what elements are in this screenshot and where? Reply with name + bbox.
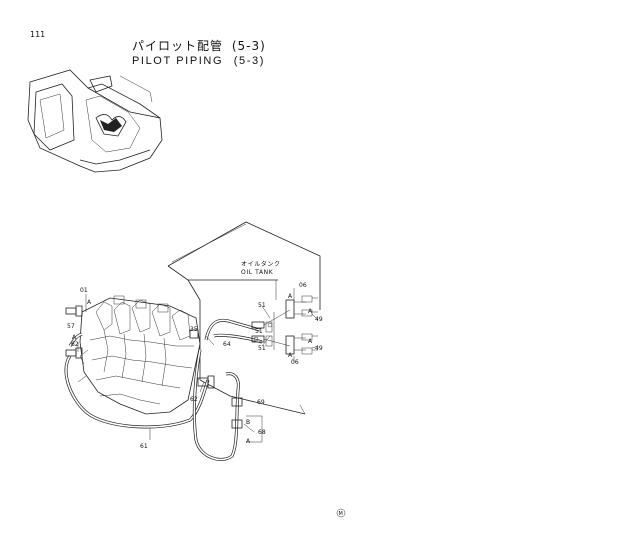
callout-49-top: 49: [315, 316, 323, 323]
oil-tank-label-jp: オイルタンク: [241, 260, 281, 268]
callout-68: 68: [258, 429, 266, 436]
callout-62-left: 62: [71, 341, 79, 348]
footer-mark: M: [339, 511, 343, 517]
marker-a-topright-4: A: [288, 352, 293, 359]
callout-64: 64: [223, 341, 231, 348]
callout-leader-lines: [77, 288, 319, 443]
valve-pilot-connectors: [65, 305, 243, 429]
pilot-hoses: [64, 318, 263, 461]
callout-57: 57: [67, 323, 75, 330]
callout-49-bottom: 49: [315, 345, 323, 352]
pilot-fittings-cluster: [251, 295, 318, 355]
title-jp-section: (5-3): [231, 39, 266, 53]
callout-51-bottom: 51: [258, 345, 266, 352]
callout-06-top: 06: [299, 282, 307, 289]
marker-a-left-2: A: [72, 334, 77, 341]
page-title: パイロット配管 (5-3) PILOT PIPING (5-3): [132, 37, 266, 67]
callout-01: 01: [80, 287, 88, 294]
callout-06-bottom: 06: [291, 359, 299, 366]
callout-61: 61: [140, 443, 148, 450]
marker-a-topright-1: A: [288, 293, 293, 300]
title-en-section: (5-3): [233, 55, 266, 67]
control-valve-assembly: [77, 295, 201, 415]
callout-35: 35: [190, 326, 198, 333]
page-number: 111: [30, 30, 46, 39]
title-japanese: パイロット配管 (5-3): [132, 37, 266, 54]
oil-tank-label-en: OIL TANK: [241, 269, 274, 276]
marker-a-topright-2: A: [308, 308, 313, 315]
title-english: PILOT PIPING (5-3): [132, 55, 266, 67]
callout-51-top: 51: [258, 302, 266, 309]
callout-69: 69: [257, 399, 265, 406]
marker-a-topright-3: A: [308, 338, 313, 345]
marker-a-left-1: A: [87, 299, 92, 306]
callout-62-mid: 62: [190, 396, 198, 403]
title-en-text: PILOT PIPING: [132, 55, 224, 67]
marker-a-bottom: A: [246, 438, 251, 445]
marker-b-bottom: B: [246, 419, 250, 426]
footer-mark-circle: [336, 508, 346, 518]
title-jp-text: パイロット配管: [132, 39, 224, 53]
callout-51-left: 51: [255, 328, 263, 335]
excavator-locator-illustration: [27, 69, 163, 173]
oil-tank: [167, 221, 321, 415]
